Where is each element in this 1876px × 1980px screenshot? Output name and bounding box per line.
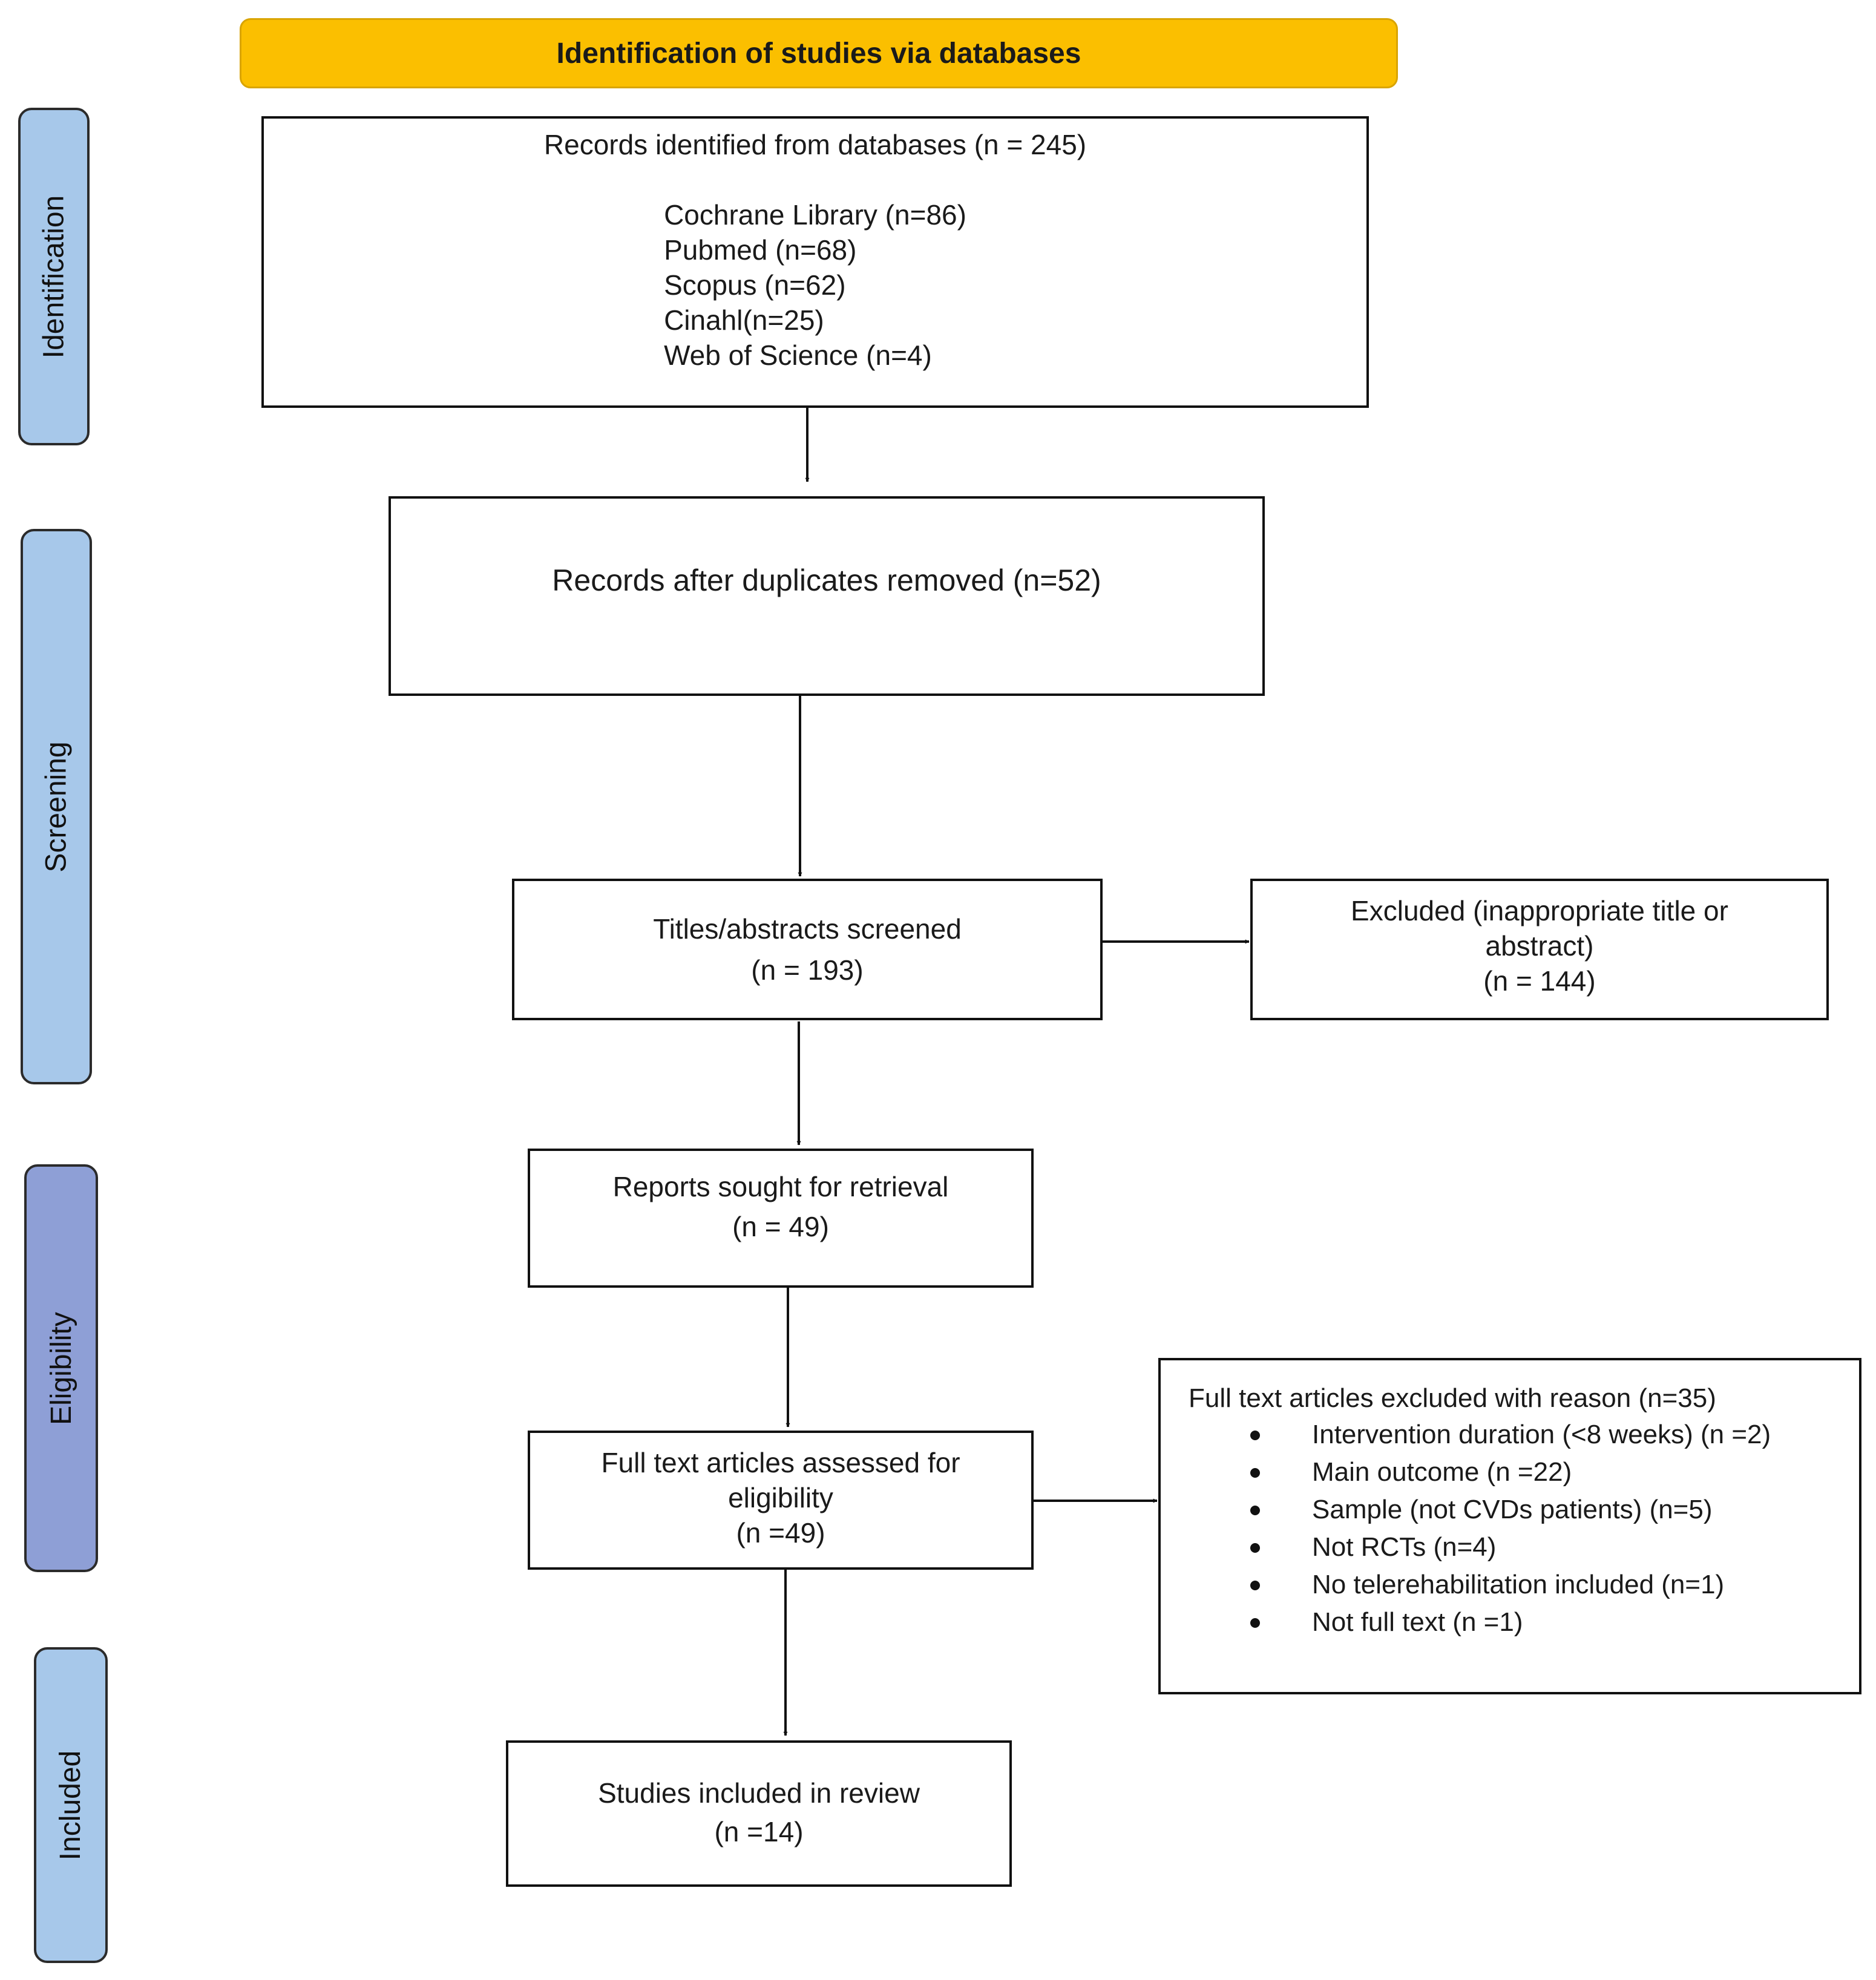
sought-count: (n = 49): [732, 1211, 829, 1242]
exclusion-reason-list: Intervention duration (<8 weeks) (n =2) …: [1250, 1416, 1771, 1641]
screened-count: (n = 193): [751, 954, 864, 986]
excluded-count: (n = 144): [1483, 965, 1596, 997]
identification-header-bar: Identification of studies via databases: [240, 18, 1398, 88]
reason-item: Not RCTs (n=4): [1250, 1529, 1771, 1566]
source-cochrane: Cochrane Library (n=86): [664, 199, 966, 231]
source-cinahl: Cinahl(n=25): [664, 304, 824, 336]
screened-box: Titles/abstracts screened (n = 193): [512, 879, 1103, 1020]
included-count: (n =14): [714, 1816, 804, 1847]
assessed-label-cont: eligibility: [728, 1482, 833, 1513]
reason-item: No telerehabilitation included (n=1): [1250, 1566, 1771, 1604]
after-duplicates-box: Records after duplicates removed (n=52): [389, 496, 1265, 696]
source-scopus: Scopus (n=62): [664, 269, 846, 301]
database-source-list: Cochrane Library (n=86) Pubmed (n=68) Sc…: [664, 197, 966, 373]
reason-item: Not full text (n =1): [1250, 1604, 1771, 1641]
source-pubmed: Pubmed (n=68): [664, 234, 857, 266]
included-box: Studies included in review (n =14): [506, 1740, 1012, 1887]
records-identified-box: Records identified from databases (n = 2…: [261, 116, 1369, 408]
fulltext-excluded-box: Full text articles excluded with reason …: [1158, 1358, 1861, 1694]
sought-box: Reports sought for retrieval (n = 49): [528, 1149, 1034, 1288]
reason-item: Sample (not CVDs patients) (n=5): [1250, 1491, 1771, 1529]
excluded-box: Excluded (inappropriate title or abstrac…: [1250, 879, 1829, 1020]
excluded-label-cont: abstract): [1485, 930, 1594, 962]
assessed-label: Full text articles assessed for: [601, 1447, 960, 1478]
after-duplicates-title: Records after duplicates removed (n=52): [552, 563, 1101, 597]
source-web-of-science: Web of Science (n=4): [664, 339, 932, 371]
records-identified-title: Records identified from databases (n = 2…: [543, 129, 1087, 160]
phase-label-screening: Screening: [40, 741, 73, 873]
phase-label-identification: Identification: [38, 195, 70, 358]
sought-label: Reports sought for retrieval: [612, 1171, 949, 1202]
assessed-box: Full text articles assessed for eligibil…: [528, 1431, 1034, 1570]
phase-label-included: Included: [54, 1750, 87, 1860]
screened-label: Titles/abstracts screened: [653, 913, 962, 945]
reason-item: Main outcome (n =22): [1250, 1454, 1771, 1491]
header-title: Identification of studies via databases: [556, 37, 1081, 70]
reason-item: Intervention duration (<8 weeks) (n =2): [1250, 1416, 1771, 1454]
fulltext-excluded-title: Full text articles excluded with reason …: [1189, 1383, 1716, 1413]
phase-eligibility: Eligibility: [24, 1164, 98, 1572]
phase-included: Included: [34, 1647, 108, 1963]
assessed-count: (n =49): [736, 1517, 825, 1549]
phase-label-eligibility: Eligibility: [45, 1311, 77, 1425]
phase-screening: Screening: [21, 529, 92, 1084]
included-label: Studies included in review: [598, 1777, 920, 1809]
phase-identification: Identification: [18, 108, 90, 445]
excluded-label: Excluded (inappropriate title or: [1351, 895, 1728, 926]
